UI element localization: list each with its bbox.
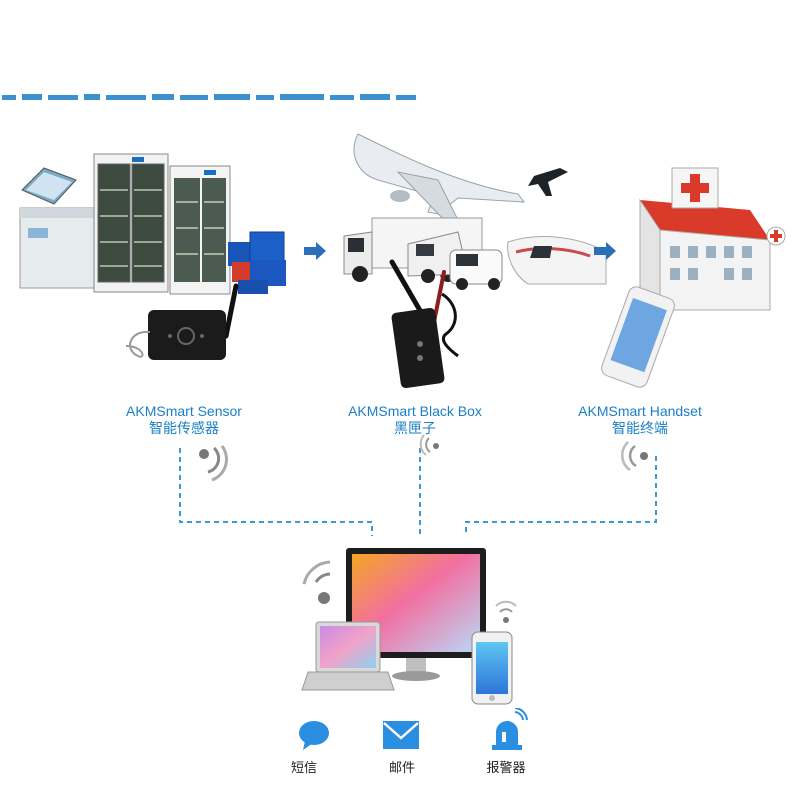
lab-fridge-icon bbox=[169, 165, 231, 295]
sms-alert bbox=[283, 718, 343, 752]
connection-lines bbox=[0, 440, 800, 540]
wifi-signal-icon bbox=[190, 440, 234, 484]
sensor-device-icon bbox=[125, 283, 239, 360]
high-speed-train-icon bbox=[507, 236, 607, 285]
blackbox-label: AKMSmart Black Box 黑匣子 bbox=[330, 403, 500, 437]
handset-subtitle: 智能终端 bbox=[612, 420, 668, 436]
car-icon bbox=[449, 249, 503, 290]
cold-storage-illustration bbox=[14, 150, 294, 370]
hospital-handset-illustration bbox=[600, 160, 790, 390]
cropped-header-text bbox=[0, 92, 420, 102]
siren-label: 报警器 bbox=[486, 760, 526, 775]
laptop-icon bbox=[301, 621, 395, 691]
handset-label: AKMSmart Handset 智能终端 bbox=[560, 403, 720, 437]
wifi-signal-icon bbox=[495, 600, 517, 623]
cooler-boxes-icon bbox=[228, 231, 286, 294]
hospital-icon bbox=[639, 167, 786, 312]
chat-bubble-icon bbox=[297, 718, 343, 752]
wifi-signal-icon bbox=[302, 560, 331, 604]
email-alert bbox=[382, 720, 420, 750]
smartphone-icon bbox=[601, 286, 675, 388]
double-door-fridge-icon bbox=[93, 153, 169, 293]
flow-arrow-1 bbox=[304, 242, 326, 260]
blackbox-subtitle: 黑匣子 bbox=[394, 420, 436, 436]
email-label: 邮件 bbox=[388, 760, 415, 775]
handset-title: AKMSmart Handset bbox=[578, 403, 702, 419]
sms-label: 短信 bbox=[290, 760, 317, 775]
siren-alert bbox=[488, 708, 528, 750]
alarm-siren-icon bbox=[488, 708, 528, 750]
airplane-icon bbox=[353, 133, 526, 225]
sensor-title: AKMSmart Sensor bbox=[126, 403, 242, 419]
black-box-device-icon bbox=[389, 259, 459, 389]
transport-illustration bbox=[338, 124, 610, 394]
small-airplane-icon bbox=[528, 168, 568, 196]
wifi-signal-icon bbox=[418, 432, 442, 456]
sensor-subtitle: 智能传感器 bbox=[149, 420, 219, 436]
flow-arrow-2 bbox=[594, 242, 616, 260]
wifi-signal-icon bbox=[620, 436, 656, 472]
blackbox-title: AKMSmart Black Box bbox=[348, 403, 482, 419]
devices-cluster bbox=[290, 544, 530, 708]
chest-freezer-icon bbox=[19, 167, 101, 289]
sensor-label: AKMSmart Sensor 智能传感器 bbox=[104, 403, 264, 437]
envelope-icon bbox=[382, 720, 420, 750]
mobile-phone-icon bbox=[471, 631, 513, 705]
